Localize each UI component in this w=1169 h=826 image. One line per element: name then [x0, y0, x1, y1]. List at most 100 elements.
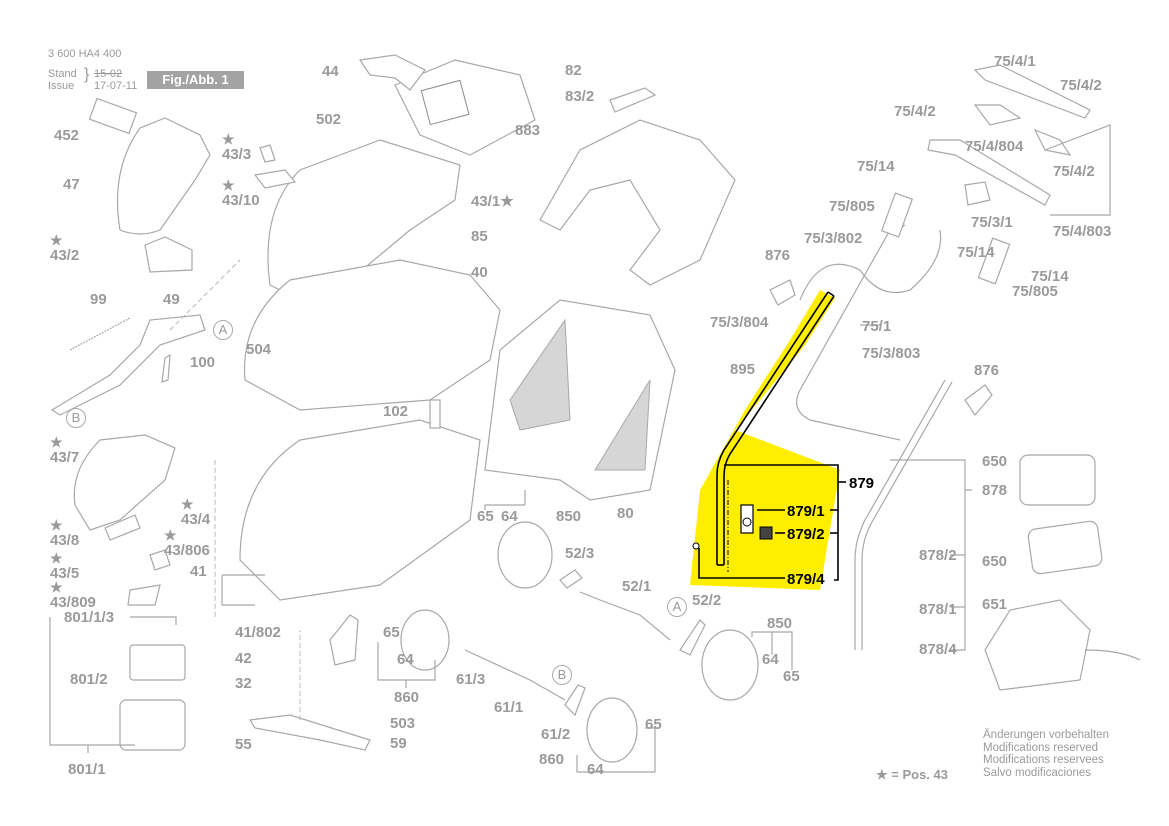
callout-a-right: A — [667, 597, 687, 617]
label-64-right: 64 — [762, 651, 779, 668]
label-878-4: 878/4 — [919, 641, 957, 658]
part-43-7-cover — [73, 434, 176, 531]
part-44-handle — [358, 54, 426, 91]
note-line: Änderungen vorbehalten — [983, 729, 1109, 741]
label-65-front: 65 — [477, 508, 494, 525]
label-61-2: 61/2 — [541, 726, 571, 743]
part-43-3 — [259, 144, 276, 163]
part-75-4-804 — [973, 104, 1022, 126]
modification-notes: Änderungen vorbehalten Modifications res… — [983, 729, 1109, 779]
doc-number: 3 600 HA4 400 — [48, 48, 122, 60]
label-650-a: 650 — [982, 453, 1008, 470]
label-75-805-b: 75/805 — [1012, 283, 1058, 300]
part-75-3-802-cable — [799, 229, 942, 301]
label-65-mid: 65 — [383, 624, 400, 641]
part-883-handle — [539, 119, 736, 286]
note-line: Salvo modificaciones — [983, 766, 1092, 779]
label-49: 49 — [163, 291, 180, 308]
star-legend: ★ = Pos. 43 — [876, 767, 948, 782]
callout-a-left: A — [213, 320, 233, 340]
label-801-1: 801/1 — [68, 761, 106, 778]
label-43-4: ★43/4 — [181, 496, 211, 528]
part-879-1-clamp — [740, 504, 754, 534]
label-52-1: 52/1 — [622, 578, 652, 595]
part-43-10 — [253, 169, 297, 189]
label-75-4-2-c: 75/4/2 — [1053, 163, 1095, 180]
part-650-battery-2 — [1027, 520, 1103, 575]
part-75-3-1 — [964, 181, 991, 206]
part-43-2 — [144, 236, 193, 273]
part-100-pin — [161, 353, 171, 383]
part-850-wheel-front — [497, 521, 553, 589]
label-895: 895 — [730, 361, 756, 378]
part-879-2-nut — [759, 526, 773, 540]
label-43-2: ★43/2 — [50, 232, 80, 264]
label-75-3-1: 75/3/1 — [971, 214, 1013, 231]
label-879: 879 — [849, 475, 875, 492]
callout-b-left: B — [66, 408, 86, 428]
label-75-805-a: 75/805 — [829, 198, 875, 215]
label-75-4-803: 75/4/803 — [1053, 223, 1112, 240]
label-102: 102 — [383, 403, 409, 420]
label-850-right: 850 — [767, 615, 793, 632]
label-876-lower: 876 — [974, 362, 1000, 379]
part-850-wheel-right — [701, 629, 759, 701]
part-49-lever — [50, 314, 206, 416]
label-65-rear: 65 — [645, 716, 662, 733]
part-43-1-housing — [267, 139, 461, 301]
label-99: 99 — [90, 291, 107, 308]
part-40-chassis — [243, 259, 501, 411]
part-43-4 — [104, 514, 141, 541]
part-860-wheel-mid — [400, 609, 450, 671]
label-801-2: 801/2 — [70, 671, 108, 688]
part-43-806 — [149, 549, 171, 571]
label-75-3-804: 75/3/804 — [710, 314, 769, 331]
label-43-809: ★43/809 — [50, 579, 96, 611]
label-651: 651 — [982, 596, 1008, 613]
label-52-3: 52/3 — [565, 545, 595, 562]
label-32: 32 — [235, 675, 252, 692]
label-61-1: 61/1 — [494, 699, 524, 716]
label-85: 85 — [471, 228, 488, 245]
label-879-4: 879/4 — [787, 571, 825, 588]
part-61-2-lever — [564, 684, 586, 717]
highlight-region-879 — [690, 290, 840, 590]
bracket-860-mid — [377, 642, 436, 688]
part-75-4-803-bar — [927, 139, 1051, 206]
part-452-badge — [88, 97, 138, 135]
label-65-right: 65 — [783, 668, 800, 685]
label-59: 59 — [390, 735, 407, 752]
label-75-14-c: 75/14 — [1031, 268, 1069, 285]
label-75-4-804: 75/4/804 — [965, 138, 1024, 155]
bracket-850-right — [751, 631, 793, 670]
part-61-1-axle — [464, 649, 566, 701]
part-52-2-lever — [679, 619, 706, 656]
label-43-8: ★43/8 — [50, 517, 80, 549]
part-75-4-804b — [1033, 128, 1072, 156]
label-41-802: 41/802 — [235, 624, 281, 641]
label-879-1: 879/1 — [787, 503, 825, 520]
part-876-knob-upper — [769, 279, 796, 306]
label-850-front: 850 — [556, 508, 582, 525]
part-99-spring — [69, 317, 131, 351]
label-47: 47 — [63, 176, 80, 193]
label-82: 82 — [565, 62, 582, 79]
label-650-b: 650 — [982, 553, 1008, 570]
label-75-4-2-a: 75/4/2 — [1060, 77, 1102, 94]
label-43-1: 43/1★ — [471, 193, 514, 210]
bracket-878 — [890, 459, 972, 651]
figure-badge: Fig./Abb. 1 — [147, 71, 244, 89]
label-878-1: 878/1 — [919, 601, 957, 618]
label-64-mid: 64 — [397, 651, 414, 668]
callout-b-right: B — [552, 665, 572, 685]
label-41: 41 — [190, 563, 207, 580]
label-43-5: ★43/5 — [50, 550, 80, 582]
bracket-860-rear — [576, 727, 656, 773]
label-879-2: 879/2 — [787, 526, 825, 543]
label-503: 503 — [390, 715, 416, 732]
part-75-1-handle — [796, 229, 901, 441]
label-64-rear: 64 — [587, 761, 604, 778]
label-878: 878 — [982, 482, 1008, 499]
bracket-75-4-803 — [1044, 124, 1111, 216]
